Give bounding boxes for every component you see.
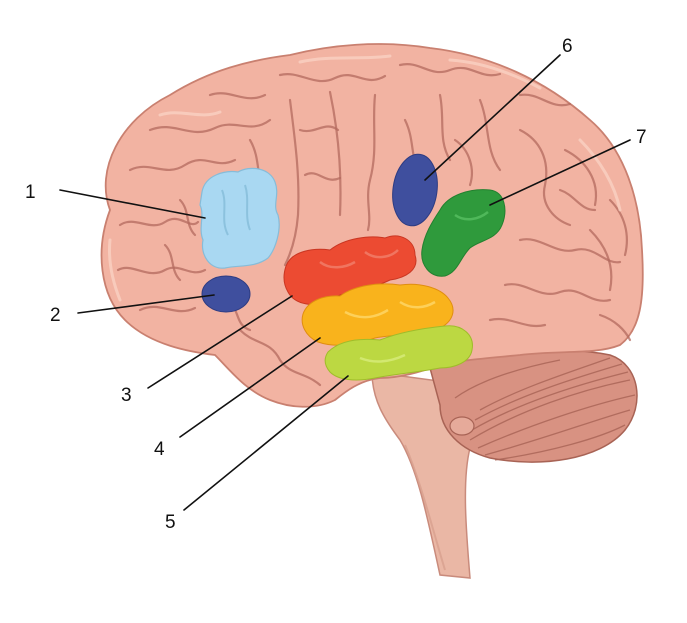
label-6: 6 [562, 36, 573, 57]
leader-line-3 [147, 295, 293, 389]
label-3: 3 [121, 385, 132, 406]
leader-line-6 [424, 54, 561, 181]
region-3 [283, 235, 417, 305]
leader-line-2 [77, 294, 215, 314]
region-6 [392, 153, 438, 227]
region-7 [421, 189, 506, 277]
label-1: 1 [25, 182, 36, 203]
region-labels: 1 2 3 4 5 6 7 [25, 36, 647, 533]
leader-lines [59, 54, 631, 511]
leader-line-1 [59, 189, 206, 219]
region-2 [201, 275, 251, 313]
label-7: 7 [636, 127, 647, 148]
label-2: 2 [50, 305, 61, 326]
leader-line-5 [183, 375, 349, 511]
region-1 [199, 167, 280, 269]
leader-line-4 [179, 337, 321, 438]
leader-line-7 [489, 139, 631, 206]
label-5: 5 [165, 512, 176, 533]
label-4: 4 [154, 439, 165, 460]
region-5 [324, 325, 473, 381]
cerebellum-folia [454, 357, 636, 461]
cerebellum [429, 349, 638, 463]
